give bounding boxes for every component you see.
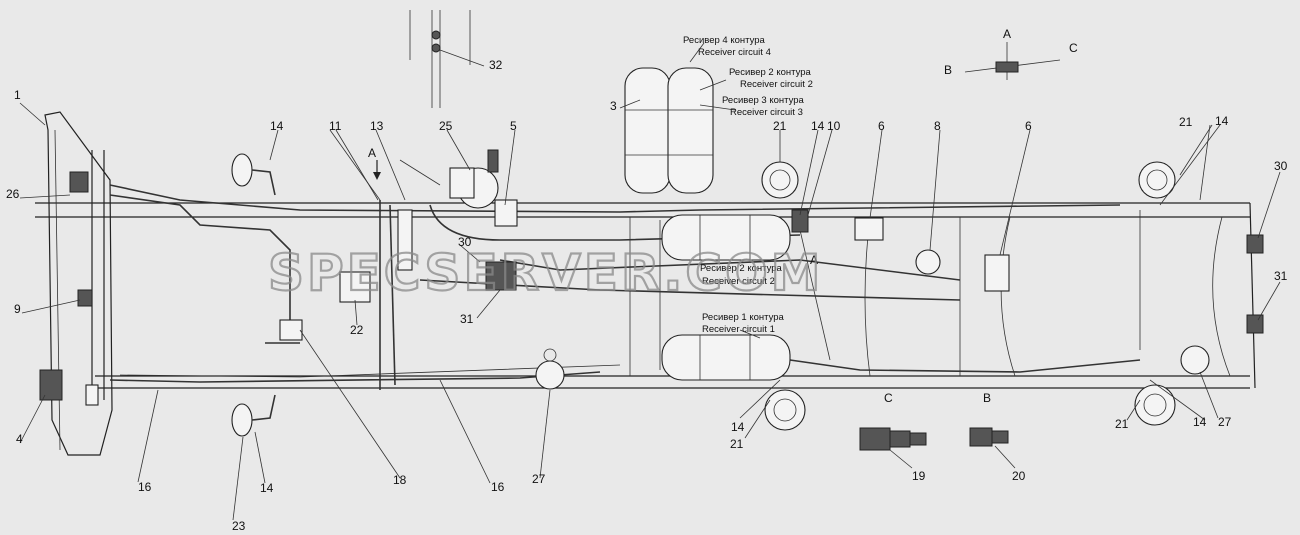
receiver-3-ru-label: Ресивер 3 контура — [722, 95, 805, 106]
receiver-3-en-label: Receiver circuit 3 — [730, 107, 803, 118]
watermark: SPECSERVER.COM — [268, 244, 823, 302]
callout-1: 1 — [14, 88, 21, 102]
callout-4: 4 — [16, 432, 23, 446]
view-letter-a-mid: A — [810, 253, 818, 267]
callout-31-right: 31 — [1274, 269, 1288, 283]
relay-valve-6a — [854, 217, 884, 241]
callout-30-left: 30 — [458, 235, 472, 249]
fitting-20 — [969, 427, 1009, 447]
relay-valve-6b — [984, 254, 1010, 292]
valve-31-left — [485, 261, 517, 291]
callout-19: 19 — [912, 469, 926, 483]
valve-18 — [265, 319, 303, 344]
receiver-2b-en-label: Receiver circuit 2 — [702, 276, 775, 287]
front-valve-26 — [69, 171, 89, 193]
inset-detail-abc — [964, 42, 1061, 80]
view-letter-a-top: A — [1003, 27, 1011, 41]
callout-27-left: 27 — [532, 472, 546, 486]
callout-6-left: 6 — [878, 119, 885, 133]
callout-9: 9 — [14, 302, 21, 316]
callout-27-right: 27 — [1218, 415, 1232, 429]
front-valve-4 — [39, 369, 63, 401]
view-letter-c-top: C — [1069, 41, 1078, 55]
brake-chamber-21-lower-mid — [764, 389, 806, 431]
valve-8 — [915, 249, 941, 275]
callout-21-bottom-mid: 21 — [730, 437, 744, 451]
callout-13: 13 — [370, 119, 384, 133]
receiver-1-ru-label: Ресивер 1 контура — [702, 312, 785, 323]
callout-14-bottom-right: 14 — [1193, 415, 1207, 429]
receivers-3-4 — [624, 67, 714, 194]
receiver-2-ru-label: Ресивер 2 контура — [729, 67, 812, 78]
receiver-2-en-label: Receiver circuit 2 — [740, 79, 813, 90]
callout-21-top-mid: 21 — [773, 119, 787, 133]
view-letter-a-arrow: A — [368, 146, 376, 160]
callout-14-top-right: 14 — [1215, 114, 1229, 128]
callout-10: 10 — [827, 119, 841, 133]
receiver-2b-ru-label: Ресивер 2 контура — [700, 263, 783, 274]
callout-22: 22 — [350, 323, 364, 337]
valve-9 — [77, 289, 93, 307]
brake-chamber-27-rear — [1180, 345, 1210, 375]
callout-21-bottom-right: 21 — [1115, 417, 1129, 431]
view-arrow-a — [373, 160, 381, 180]
view-letter-c-bottom: C — [884, 391, 893, 405]
callout-11: 11 — [329, 119, 342, 133]
brake-chamber-front-lower — [231, 394, 276, 437]
brake-chamber-21-upper-rear — [1138, 161, 1176, 199]
callout-14-top-left: 14 — [270, 119, 284, 133]
air-dryer — [449, 149, 499, 209]
valve-27-left — [535, 348, 565, 390]
callout-6-right: 6 — [1025, 119, 1032, 133]
receiver-2 — [661, 214, 791, 261]
callout-8: 8 — [934, 119, 941, 133]
callout-26: 26 — [6, 187, 20, 201]
inset-detail-32 — [409, 10, 471, 108]
callout-20: 20 — [1012, 469, 1026, 483]
leader-lines — [19, 42, 1281, 521]
callout-16-right: 16 — [491, 480, 505, 494]
callout-3: 3 — [610, 99, 617, 113]
callout-14-top-mid: 14 — [811, 119, 825, 133]
callout-14-bottom-mid: 14 — [731, 420, 745, 434]
receiver-1 — [661, 334, 791, 381]
brake-chamber-21-lower-rear — [1134, 384, 1176, 426]
valves-30-31-rear — [1246, 234, 1264, 334]
valve-10 — [791, 209, 809, 233]
callout-18: 18 — [393, 473, 407, 487]
receiver-4-en-label: Receiver circuit 4 — [698, 47, 771, 58]
callout-31-left: 31 — [460, 312, 474, 326]
chassis-frame — [35, 150, 1256, 400]
callout-16-left: 16 — [138, 480, 152, 494]
callout-21-top-right: 21 — [1179, 115, 1193, 129]
receiver-4-ru-label: Ресивер 4 контура — [683, 35, 766, 46]
pipe-network — [109, 129, 1141, 390]
protection-valve — [494, 199, 518, 227]
front-beam — [39, 111, 113, 456]
callout-32: 32 — [489, 58, 503, 72]
view-letter-b-top: B — [944, 63, 952, 77]
callout-23: 23 — [232, 519, 246, 533]
view-letter-b-bottom: B — [983, 391, 991, 405]
callout-14-bottom-left: 14 — [260, 481, 274, 495]
callout-5: 5 — [510, 119, 517, 133]
fitting-19 — [859, 427, 927, 451]
brake-chamber-front-upper — [231, 153, 276, 196]
valve-13 — [397, 209, 413, 271]
receiver-1-en-label: Receiver circuit 1 — [702, 324, 775, 335]
brake-chamber-21-upper-mid — [761, 161, 799, 199]
callout-30-right: 30 — [1274, 159, 1288, 173]
callout-25: 25 — [439, 119, 453, 133]
